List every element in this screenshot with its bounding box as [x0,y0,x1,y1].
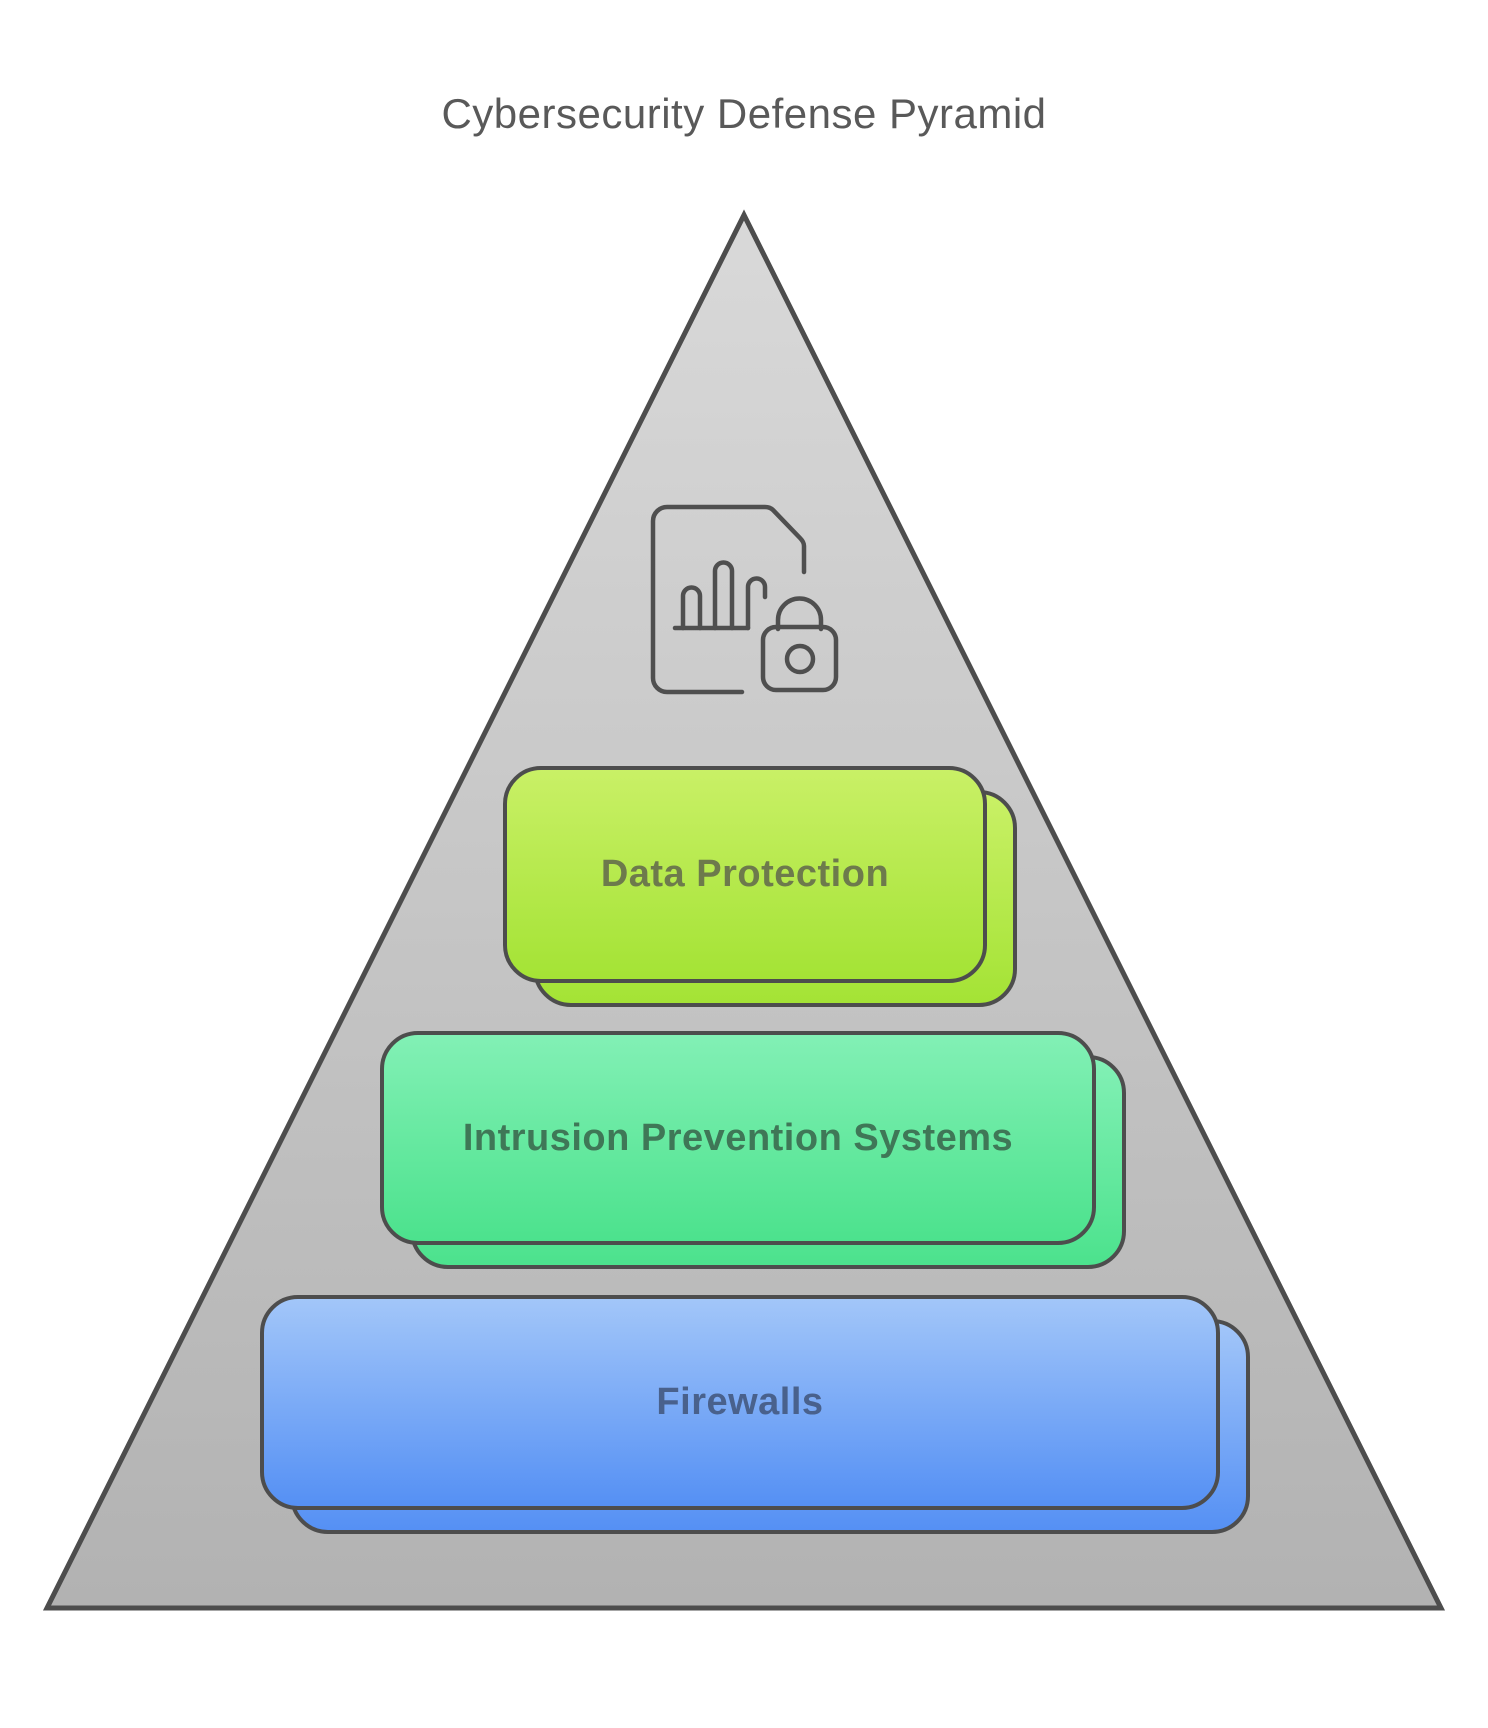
bar-chart-bar-1 [680,585,703,631]
bar-chart-bar-2 [712,560,735,631]
layer-label: Firewalls [656,1381,824,1423]
padlock-keyhole [784,643,816,675]
pyramid-level-intrusion-prevention: Intrusion Prevention Systems [380,1031,1126,1269]
diagram-title: Cybersecurity Defense Pyramid [441,90,1047,137]
document-chart-lock-icon [650,504,839,695]
pyramid-level-data-protection: Data Protection [503,766,1017,1007]
layer-label: Data Protection [600,853,890,895]
padlock-body [760,624,839,693]
document-outline [650,504,807,695]
bar-chart-bar-3 [745,576,768,631]
pyramid-level-firewalls: Firewalls [260,1295,1250,1534]
padlock-shackle [775,596,824,632]
layer-label: Intrusion Prevention Systems [462,1116,1014,1159]
layer-card: Firewalls [260,1295,1220,1510]
layer-card: Data Protection [503,766,987,983]
layer-card: Intrusion Prevention Systems [380,1031,1096,1245]
